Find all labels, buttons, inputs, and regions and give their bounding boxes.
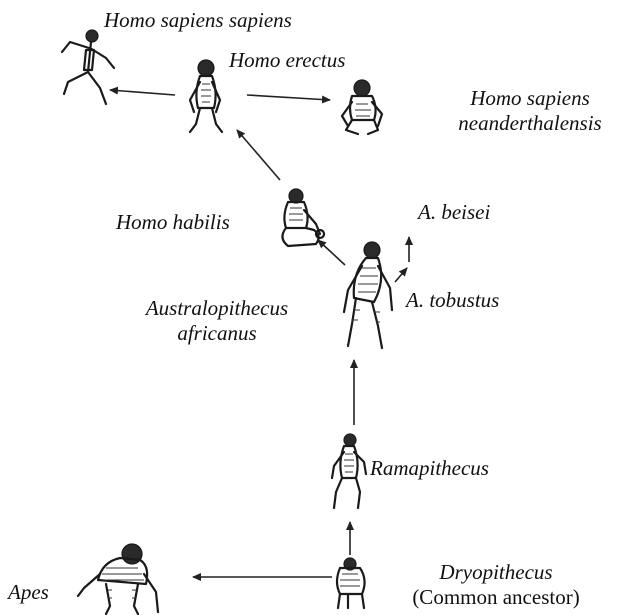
label-australopithecus: Australopithecus africanus [112,296,322,346]
label-homo-sapiens-sapiens: Homo sapiens sapiens [104,8,292,32]
dryopithecus-figure [335,557,366,610]
homo-erectus-figure [188,59,224,134]
label-apes: Apes [8,580,49,604]
label-dryopithecus-name: Dryopithecus [439,560,553,584]
label-neanderthal-line2: neanderthalensis [458,111,602,136]
apes-figure [76,543,160,615]
homo-habilis-figure [281,188,326,248]
arrow-to-tobustus [394,267,408,283]
label-a-tobustus: A. tobustus [406,288,500,312]
arrow-erectus-to-sapiens [109,86,176,96]
label-dryopithecus: Dryopithecus (Common ancestor) [384,560,608,610]
homo-sapiens-sapiens-figure [60,29,116,106]
label-neanderthal-line1: Homo sapiens [470,86,590,110]
label-homo-habilis: Homo habilis [116,210,230,234]
label-homo-erectus: Homo erectus [229,48,346,72]
label-australopithecus-line1: Australopithecus [145,296,289,320]
label-australopithecus-line2: africanus [177,321,257,346]
arrow-habilis-to-erectus [236,129,281,181]
label-neanderthal: Homo sapiens neanderthalensis [450,86,610,136]
ramapithecus-figure [330,433,368,510]
label-ramapithecus: Ramapithecus [370,456,489,480]
arrow-erectus-to-neanderthal [246,94,331,104]
australopithecus-figure [342,241,394,350]
arrow-africanus-to-habilis [317,239,346,266]
label-common-ancestor: (Common ancestor) [412,585,580,610]
neanderthal-figure [340,79,384,136]
label-a-beisei: A. beisei [418,200,491,224]
